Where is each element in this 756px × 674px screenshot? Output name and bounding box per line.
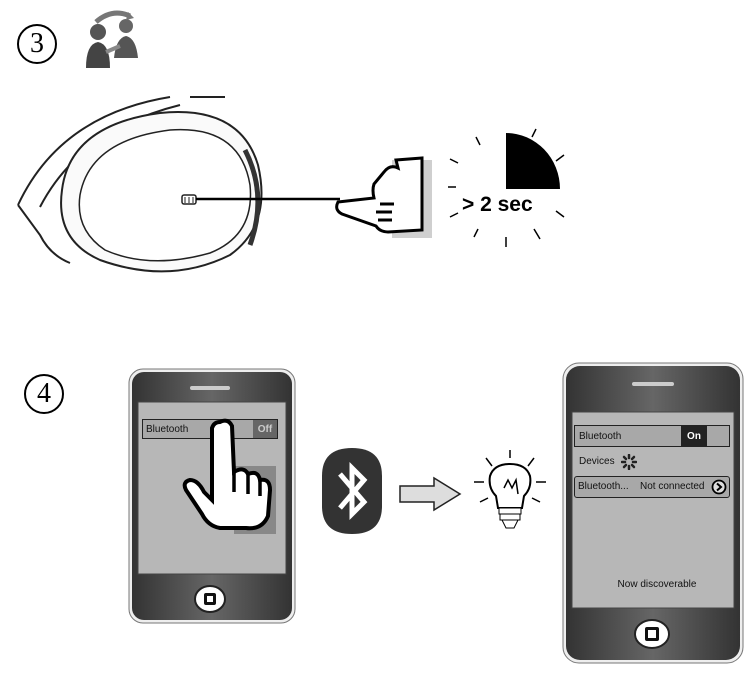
bluetooth-label: Bluetooth (579, 431, 622, 442)
discoverable-status: Now discoverable (617, 579, 697, 590)
phone-right-bluetooth-row[interactable]: Bluetooth On (574, 425, 730, 447)
step-4-number: 4 (24, 374, 64, 414)
bluetooth-toggle-on[interactable]: On (681, 426, 707, 446)
duration-label: > 2 sec (462, 193, 533, 216)
arrow-right-icon (399, 476, 462, 512)
touch-hand-icon (182, 418, 276, 534)
bluetooth-toggle-off[interactable]: Off (253, 420, 277, 438)
home-button-icon[interactable] (194, 584, 226, 614)
people-connect-icon (86, 10, 138, 68)
device-name: Bluetooth... (578, 481, 629, 492)
device-list-item[interactable]: Bluetooth... Not connected (574, 476, 730, 498)
home-button-icon[interactable] (634, 618, 670, 650)
timer-icon (448, 128, 565, 247)
lightbulb-icon (474, 450, 546, 529)
bluetooth-label: Bluetooth (146, 424, 189, 435)
step-3-number: 3 (17, 24, 57, 64)
chevron-circle-icon[interactable] (711, 479, 727, 495)
bluetooth-icon (322, 448, 382, 534)
devices-heading: Devices (579, 456, 615, 467)
spinner-icon (621, 454, 637, 470)
device-status: Not connected (640, 481, 705, 492)
headphone-illustration (17, 96, 340, 273)
pointing-hand-icon (335, 156, 432, 238)
